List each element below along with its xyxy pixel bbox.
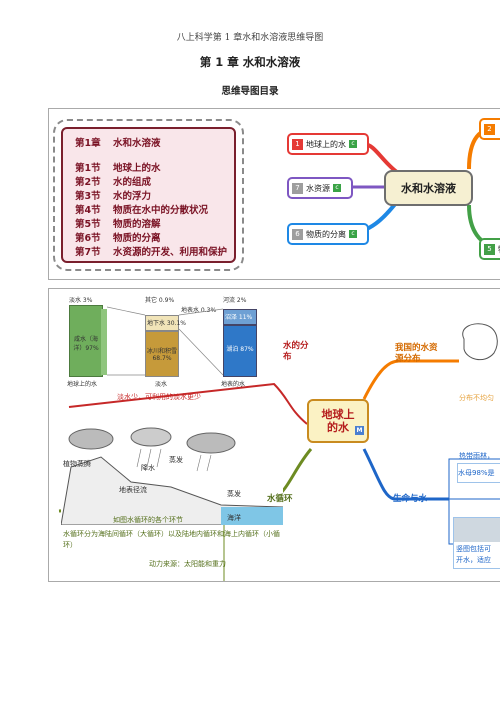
toc-item[interactable]: 第1节地球上的水 xyxy=(75,163,161,174)
badge-2: 2 xyxy=(484,123,495,135)
page-subtitle: 思维导图目录 xyxy=(221,86,279,97)
detail-center-node[interactable]: 地球上的水 M xyxy=(307,399,369,443)
node-2[interactable]: 2 xyxy=(479,118,500,140)
toc-item[interactable]: 第4节物质在水中的分散状况 xyxy=(75,205,209,216)
node-5[interactable]: 5 物 xyxy=(479,238,500,260)
node-separation[interactable]: 6 物质的分离 c xyxy=(287,223,369,245)
bar-fill-label: 湖泊 87% xyxy=(226,346,254,353)
branch-water-cycle[interactable]: 水循环 xyxy=(267,494,293,504)
life-note-3: 竖图包括可 xyxy=(456,545,491,553)
bar-fill-label: 咸水（海洋）97% xyxy=(73,336,99,352)
bar-label: 河流 2% xyxy=(223,297,247,304)
bar-mid-label: 地下水 30.1% xyxy=(147,320,186,327)
toc-item[interactable]: 第2节水的组成 xyxy=(75,177,152,188)
bar-fresh-other: 地下水 30.1% xyxy=(145,315,186,331)
overview-center-node[interactable]: 水和水溶液 xyxy=(384,170,473,206)
toc-item[interactable]: 第1章水和水溶液 xyxy=(75,138,161,149)
cycle-types-note: 水循环分为海陆间循环（大循环）以及陆地内循环和海上内循环（小循环） xyxy=(63,530,280,549)
branch-life-water[interactable]: 生命与水 xyxy=(393,494,428,504)
toc-item[interactable]: 第7节水资源的开发、利用和保护 xyxy=(75,247,228,258)
cycle-label: 降水 xyxy=(141,464,155,472)
china-map-icon xyxy=(462,323,498,361)
water-distribution-picture: 淡水 3% 咸水（海洋）97% 地球上的水 其它 0.9% 地表水 0.3% 地… xyxy=(61,295,283,397)
c-icon: c xyxy=(333,184,341,192)
detail-panel: 淡水 3% 咸水（海洋）97% 地球上的水 其它 0.9% 地表水 0.3% 地… xyxy=(48,288,500,582)
node-label: 物 xyxy=(498,244,500,255)
life-note-box: 竖图包括可 开水，适应 xyxy=(453,517,500,569)
cycle-label: 地表径流 xyxy=(119,486,147,494)
cycle-label: 蒸发 xyxy=(169,456,183,464)
running-head: 八上科学第 1 章水和水溶液思维导图 xyxy=(176,33,324,43)
life-note-4: 开水，适应 xyxy=(456,556,491,564)
c-icon: c xyxy=(349,230,357,238)
chapter-title: 第 1 章 水和水溶液 xyxy=(199,55,301,69)
fresh-water-note: 淡水少，可利用的淡水更少 xyxy=(117,393,201,401)
bar-label: 淡水 3% xyxy=(69,297,93,304)
bar-bottom-label: 地球上的水 xyxy=(67,381,98,388)
bar-label: 地表水 0.3% xyxy=(181,307,217,314)
center-label: 地球上的水 xyxy=(321,408,355,434)
node-label: 物质的分离 xyxy=(306,229,346,239)
badge-7: 7 xyxy=(292,182,303,194)
node-label: 地球上的水 xyxy=(306,139,346,149)
bar-fresh-ice: 冰川和积雪 68.7% xyxy=(145,331,179,377)
badge-5: 5 xyxy=(484,243,495,255)
cycle-label: 植物蒸腾 xyxy=(63,460,91,468)
bar-mid-label: 沼泽 11% xyxy=(225,314,253,321)
life-photo xyxy=(454,518,500,542)
badge-6: 6 xyxy=(292,228,303,240)
bar-surface-swamp: 沼泽 11% xyxy=(223,309,257,325)
toc-item[interactable]: 第5节物质的溶解 xyxy=(75,219,161,230)
c-icon: c xyxy=(349,140,357,148)
bar-side xyxy=(101,309,107,375)
cycle-label: 海洋 xyxy=(227,514,241,522)
branch-distribution[interactable]: 水的分布 xyxy=(283,341,309,362)
node-water-resource[interactable]: 7 水资源 c xyxy=(287,177,353,199)
cycle-caption: 如图水循环的各个环节 xyxy=(113,516,183,524)
bar-connector-lines xyxy=(107,306,224,376)
cycle-label: 蒸发 xyxy=(227,490,241,498)
bar-earth-water: 咸水（海洋）97% xyxy=(69,305,103,377)
toc-item[interactable]: 第3节水的浮力 xyxy=(75,191,152,202)
bar-fill-label: 冰川和积雪 68.7% xyxy=(147,348,178,362)
water-cycle-picture xyxy=(61,427,283,525)
bar-surface-lake: 湖泊 87% xyxy=(223,325,257,377)
node-label: 水资源 xyxy=(306,183,330,193)
mindmap-icon: M xyxy=(355,426,364,435)
bar-bottom-label: 地表的水 xyxy=(221,381,246,388)
toc-box: 第1章水和水溶液 第1节地球上的水 第2节水的组成 第3节水的浮力 第4节物质在… xyxy=(53,119,244,271)
life-note-2: 水母98%是 xyxy=(457,463,500,483)
cycle-power-note: 动力来源：太阳能和重力 xyxy=(149,560,226,568)
bar-label: 其它 0.9% xyxy=(145,297,175,304)
badge-1: 1 xyxy=(292,138,303,150)
toc-item[interactable]: 第6节物质的分离 xyxy=(75,233,161,244)
bar-bottom-label: 淡水 xyxy=(155,381,168,388)
china-note: 分布不均匀 xyxy=(459,394,494,402)
life-note-1: 热带雨林， xyxy=(459,452,494,460)
toc-inner: 第1章水和水溶液 第1节地球上的水 第2节水的组成 第3节水的浮力 第4节物质在… xyxy=(61,127,236,263)
branch-china-water[interactable]: 我国的水资源分布 xyxy=(395,343,438,364)
node-earth-water[interactable]: 1 地球上的水 c xyxy=(287,133,369,155)
